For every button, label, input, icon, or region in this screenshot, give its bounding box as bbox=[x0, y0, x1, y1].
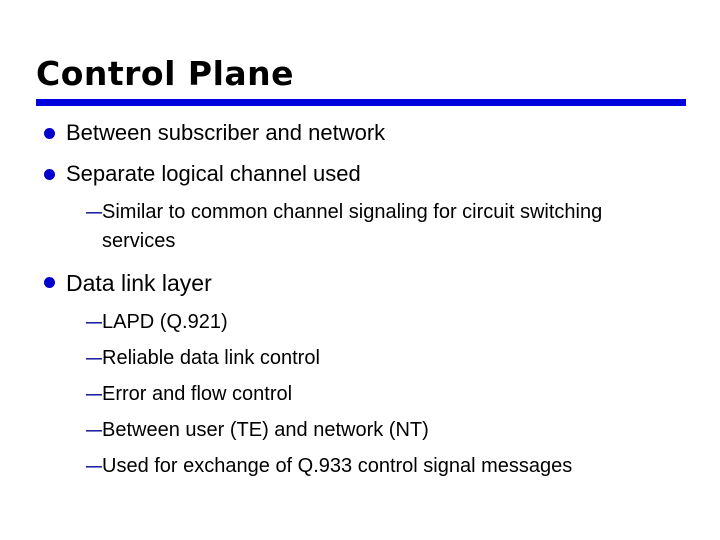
sub-bullet-text: Used for exchange of Q.933 control signa… bbox=[102, 455, 573, 477]
sub-bullet-item: —Reliable data link control bbox=[36, 344, 686, 373]
sub-bullet-text: Error and flow control bbox=[102, 383, 293, 405]
sub-bullet-item: —Used for exchange of Q.933 control sign… bbox=[36, 452, 686, 481]
dash-icon: — bbox=[86, 380, 102, 409]
slide-title: Control Plane bbox=[36, 54, 295, 93]
title-underline-rule bbox=[36, 99, 686, 106]
bullet-dot-icon bbox=[44, 169, 55, 180]
bullet-item: Data link layer bbox=[36, 268, 686, 298]
dash-icon: — bbox=[86, 416, 102, 445]
sub-bullet-item: —Between user (TE) and network (NT) bbox=[36, 416, 686, 445]
dash-icon: — bbox=[86, 198, 102, 227]
bullet-item: Separate logical channel used bbox=[36, 160, 686, 188]
dash-icon: — bbox=[86, 344, 102, 373]
bullet-text: Data link layer bbox=[66, 270, 212, 296]
sub-bullet-text: LAPD (Q.921) bbox=[102, 311, 228, 333]
sub-bullet-item: —LAPD (Q.921) bbox=[36, 308, 686, 337]
bullet-item: Between subscriber and network bbox=[36, 119, 686, 147]
dash-icon: — bbox=[86, 452, 102, 481]
bullet-text: Between subscriber and network bbox=[66, 120, 386, 145]
sub-bullet-text: Reliable data link control bbox=[102, 347, 320, 369]
bullet-dot-icon bbox=[44, 128, 55, 139]
sub-bullet-item: —Error and flow control bbox=[36, 380, 686, 409]
sub-bullet-text: Between user (TE) and network (NT) bbox=[102, 419, 429, 441]
dash-icon: — bbox=[86, 308, 102, 337]
bullet-dot-icon bbox=[44, 277, 55, 288]
sub-bullet-text: Similar to common channel signaling for … bbox=[102, 201, 603, 252]
sub-bullet-item: —Similar to common channel signaling for… bbox=[36, 198, 617, 256]
bullet-text: Separate logical channel used bbox=[66, 161, 361, 186]
